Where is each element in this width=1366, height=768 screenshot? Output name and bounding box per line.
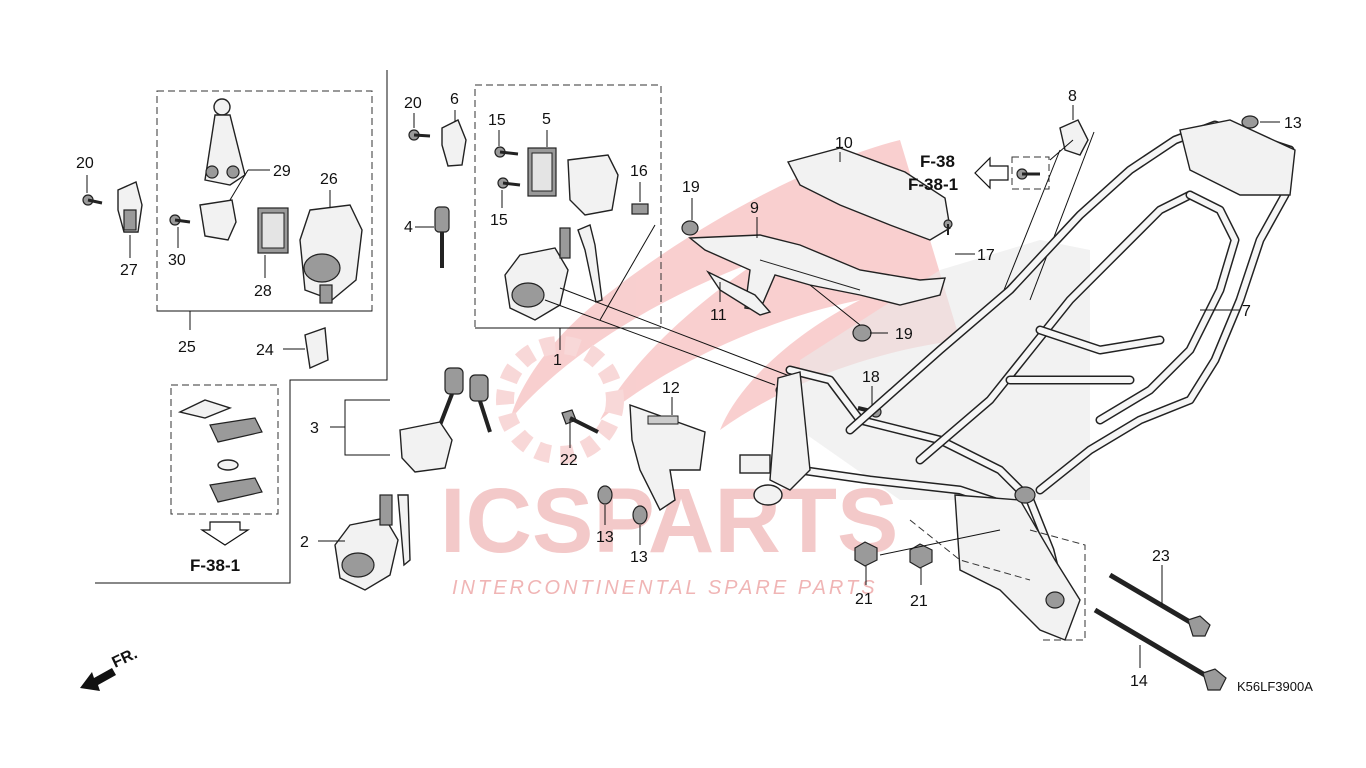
label-29: 29 <box>273 163 291 180</box>
label-21a: 21 <box>855 591 873 608</box>
bolt-16[interactable] <box>631 203 649 215</box>
left-panel-border <box>95 70 388 584</box>
label-7: 7 <box>1242 303 1251 320</box>
shading-area <box>800 240 1090 500</box>
label-4: 4 <box>404 219 413 236</box>
cover-5b[interactable] <box>567 154 619 216</box>
bracket-12[interactable] <box>629 403 706 512</box>
screw-15b[interactable] <box>497 177 521 189</box>
switch-5[interactable] <box>527 147 557 197</box>
clip-6[interactable] <box>441 119 467 167</box>
main-frame-7[interactable] <box>739 119 1296 641</box>
label-2: 2 <box>300 534 309 551</box>
grommet-19b[interactable] <box>852 324 872 342</box>
label-15b: 15 <box>490 212 508 229</box>
keyfob-parts[interactable] <box>177 399 263 503</box>
label-9: 9 <box>750 200 759 217</box>
lock-26[interactable] <box>299 204 363 304</box>
grommet-19a[interactable] <box>681 220 699 236</box>
label-19a: 19 <box>682 179 700 196</box>
label-6: 6 <box>450 91 459 108</box>
ref-arrow-left <box>974 156 1009 190</box>
key-holder-29[interactable] <box>204 98 246 186</box>
screw-30[interactable] <box>169 214 191 226</box>
front-direction-label: FR. <box>110 645 141 671</box>
label-8: 8 <box>1068 88 1077 105</box>
label-20-left: 20 <box>76 155 94 172</box>
label-22: 22 <box>560 452 578 469</box>
ref-f38-1-top: F-38-1 <box>908 175 958 194</box>
label-30: 30 <box>168 252 186 269</box>
label-12: 12 <box>662 380 680 397</box>
key-set-3[interactable] <box>399 367 492 473</box>
label-25: 25 <box>178 339 196 356</box>
watermark-tagline: INTERCONTINENTAL SPARE PARTS <box>452 577 878 599</box>
washer-13a[interactable] <box>597 485 613 505</box>
label-1: 1 <box>553 352 562 369</box>
bolt-f38[interactable] <box>1016 168 1040 180</box>
ref-f38: F-38 <box>920 152 955 171</box>
screw-20-left[interactable] <box>82 194 103 206</box>
label-24: 24 <box>256 342 274 359</box>
lock-2[interactable] <box>334 494 411 591</box>
ref-f38-1-left: F-38-1 <box>190 556 240 575</box>
screw-15a[interactable] <box>494 146 519 158</box>
label-3: 3 <box>310 420 319 437</box>
cover-10[interactable] <box>786 147 951 241</box>
keyfob-box <box>170 384 279 515</box>
label-21b: 21 <box>910 593 928 610</box>
lock-assy-1[interactable] <box>504 224 603 321</box>
bracket-29b[interactable] <box>199 199 237 241</box>
diagram-code: K56LF3900A <box>1237 679 1313 694</box>
nut-21a[interactable] <box>854 541 878 567</box>
bolt-23[interactable] <box>1108 572 1211 637</box>
screw-20-mid[interactable] <box>408 129 431 141</box>
label-17: 17 <box>977 247 995 264</box>
label-13b: 13 <box>630 549 648 566</box>
label-13-top: 13 <box>1284 115 1302 132</box>
label-18: 18 <box>862 369 880 386</box>
grommet-13-top[interactable] <box>1241 115 1259 129</box>
stay-9[interactable] <box>688 234 946 311</box>
nut-21b[interactable] <box>909 543 933 569</box>
bolt-14[interactable] <box>1093 607 1227 691</box>
front-direction-arrow-icon <box>80 668 116 691</box>
label-14: 14 <box>1130 673 1148 690</box>
clip-27[interactable] <box>117 181 143 233</box>
label-16: 16 <box>630 163 648 180</box>
bolt-22[interactable] <box>561 409 599 434</box>
ref-arrow-down <box>199 521 251 546</box>
label-28: 28 <box>254 283 272 300</box>
label-27: 27 <box>120 262 138 279</box>
washer-13b[interactable] <box>632 505 648 525</box>
label-13a: 13 <box>596 529 614 546</box>
screw-17[interactable] <box>943 219 953 235</box>
label-11: 11 <box>710 307 727 324</box>
label-19b: 19 <box>895 326 913 343</box>
label-15a: 15 <box>488 112 506 129</box>
label-20-mid: 20 <box>404 95 422 112</box>
bracket-8[interactable] <box>1059 119 1089 156</box>
label-5: 5 <box>542 111 551 128</box>
switch-28[interactable] <box>257 207 289 254</box>
label-23: 23 <box>1152 548 1170 565</box>
clip-24[interactable] <box>304 327 329 370</box>
label-10: 10 <box>835 135 853 152</box>
label-26: 26 <box>320 171 338 188</box>
key-4[interactable] <box>434 206 450 268</box>
bolt-box <box>1011 156 1050 190</box>
strap-11[interactable] <box>705 270 772 316</box>
